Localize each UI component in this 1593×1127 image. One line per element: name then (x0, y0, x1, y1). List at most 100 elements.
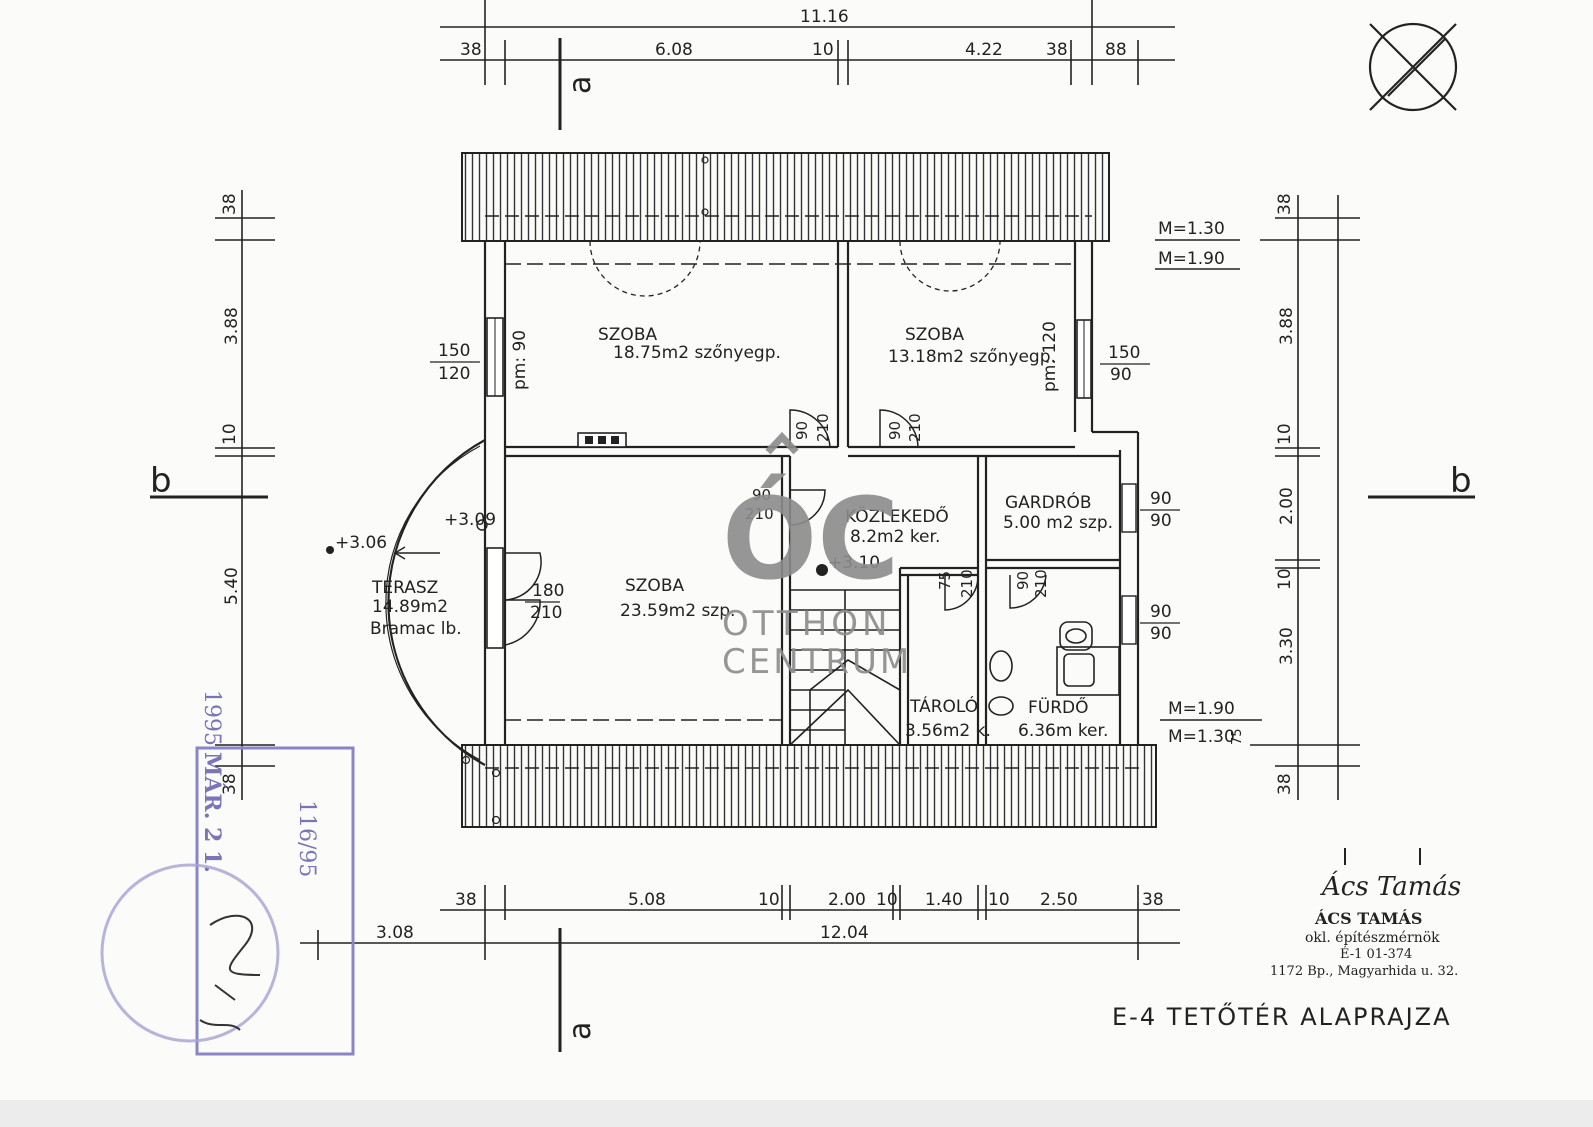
dim-right-7: 38 (1275, 773, 1295, 795)
dim-top-2: 6.08 (655, 40, 693, 60)
section-b-right-label: b (1450, 461, 1472, 501)
level-3: +3.10 (828, 553, 880, 573)
bathroom-fixtures (988, 621, 1120, 716)
door5-b: 210 (958, 569, 976, 598)
furdo-window (1121, 595, 1137, 645)
level-2: +3.06 (335, 533, 387, 553)
door2-b: 210 (906, 413, 924, 442)
room-szoba3-area: 23.59m2 szp. (620, 601, 735, 621)
stamp-number: 116/95 (294, 800, 319, 877)
dim-top-4: 4.22 (965, 40, 1003, 60)
door1-a: 90 (793, 421, 811, 440)
terasz-door-b: 210 (530, 603, 562, 623)
signature-title: okl. építészmérnök (1305, 930, 1440, 946)
dim-top-1: 38 (460, 40, 482, 60)
room-terasz-area: 14.89m2 (372, 597, 448, 617)
room-terasz-floor: Bramac lb. (370, 619, 462, 639)
dim-left-5: 38 (220, 773, 240, 795)
door2-a: 90 (886, 421, 904, 440)
signature-reg: É-1 01-374 (1340, 946, 1412, 962)
dim-bottom-8: 2.50 (1040, 890, 1078, 910)
door6-b: 210 (1032, 569, 1050, 598)
room-tarolo-name: TÁROLÓ (909, 695, 978, 717)
dim-bottom-7: 10 (988, 890, 1010, 910)
height-top-1: M=1.30 (1158, 219, 1225, 239)
room-furdo-area: 6.36m ker. (1018, 721, 1108, 741)
roof-eave-top (461, 152, 1110, 242)
door5-a: 75 (936, 571, 954, 590)
furdo-win-b: 90 (1150, 624, 1172, 644)
height-bottom-suffix: 75 (1230, 728, 1245, 745)
terrace-door-frame (486, 547, 504, 649)
round-seal (100, 863, 280, 1043)
level-1: +3.09 (444, 510, 496, 530)
section-a-bottom-label: a (563, 1022, 598, 1040)
dim-right-5: 10 (1275, 568, 1295, 590)
win-right-pm: pm: 120 (1040, 321, 1060, 392)
dim-right-1: 38 (1275, 193, 1295, 215)
dim-left-1: 38 (220, 193, 240, 215)
gardrob-win-b: 90 (1150, 511, 1172, 531)
gardrob-win-a: 90 (1150, 489, 1172, 509)
dim-right-2: 3.88 (1277, 307, 1297, 345)
dim-top-total: 11.16 (800, 7, 849, 27)
watermark-logo: ÓC OTTHON CENTRUM (722, 431, 912, 682)
room-kozlekedo-name: KÖZLEKEDŐ (845, 505, 949, 527)
dim-top-5: 38 (1046, 40, 1068, 60)
section-b-left-label: b (150, 461, 172, 501)
room-gardrob-area: 5.00 m2 szp. (1003, 513, 1113, 533)
room-terasz-name: TERASZ (371, 578, 438, 598)
room-szoba3-name: SZOBA (625, 576, 684, 596)
dim-bottom-total: 12.04 (820, 923, 869, 943)
furdo-win-a: 90 (1150, 602, 1172, 622)
top-dimension-lines (440, 0, 1175, 85)
room-tarolo-area: 3.56m2 k. (905, 721, 991, 741)
stamp-year: 1995 (199, 690, 224, 746)
dim-left-4: 5.40 (222, 567, 242, 605)
watermark-line2: CENTRUM (722, 642, 912, 682)
walls (483, 241, 1140, 745)
signature-script: Ács Tamás (1320, 870, 1461, 902)
dim-bottom-9: 38 (1142, 890, 1164, 910)
height-top-2: M=1.90 (1158, 249, 1225, 269)
door3-a: 90 (752, 486, 771, 504)
section-a-top-label: a (563, 76, 598, 94)
signature-name: ÁCS TAMÁS (1314, 908, 1422, 928)
room-szoba2-area: 13.18m2 szőnyegp. (888, 347, 1056, 367)
room-szoba2-name: SZOBA (905, 325, 964, 345)
stamp-signature (199, 914, 261, 1031)
dim-top-3: 10 (812, 40, 834, 60)
room-furdo-name: FÜRDŐ (1028, 696, 1089, 718)
dim-right-4: 2.00 (1277, 487, 1297, 525)
dim-bottom-4: 2.00 (828, 890, 866, 910)
level-marker-icon (816, 564, 828, 576)
bottom-edge-strip (0, 1100, 1593, 1127)
dim-bottom-5: 10 (876, 890, 898, 910)
win-left-b: 120 (438, 364, 470, 384)
architect-signature-block: Ács Tamás ÁCS TAMÁS okl. építészmérnök É… (1270, 848, 1461, 979)
room-kozlekedo-area: 8.2m2 ker. (850, 527, 940, 547)
room-szoba1-area: 18.75m2 szőnyegp. (613, 343, 781, 363)
dim-left-2: 3.88 (222, 307, 242, 345)
north-arrow-icon (1368, 22, 1458, 112)
doors (504, 409, 1047, 646)
dim-bottom-2: 5.08 (628, 890, 666, 910)
dim-bottom-left: 3.08 (376, 923, 414, 943)
door1-b: 210 (814, 413, 832, 442)
dim-bottom-6: 1.40 (925, 890, 963, 910)
roof-eave-bottom (461, 744, 1157, 828)
dim-top-6: 88 (1105, 40, 1127, 60)
dim-right-3: 10 (1275, 423, 1295, 445)
height-bottom-2: M=1.30 (1168, 727, 1235, 747)
room-szoba1-name: SZOBA (598, 325, 657, 345)
left-dimension-lines (215, 190, 275, 800)
win-left-a: 150 (438, 341, 470, 361)
dim-bottom-1: 38 (455, 890, 477, 910)
bottom-dimension-lines (300, 885, 1180, 960)
dim-right-6: 3.30 (1277, 627, 1297, 665)
terasz-door-a: 180 (532, 581, 564, 601)
win-right-a: 150 (1108, 343, 1140, 363)
signature-address: 1172 Bp., Magyarhida u. 32. (1270, 964, 1458, 979)
watermark-line1: OTTHON (722, 604, 891, 644)
